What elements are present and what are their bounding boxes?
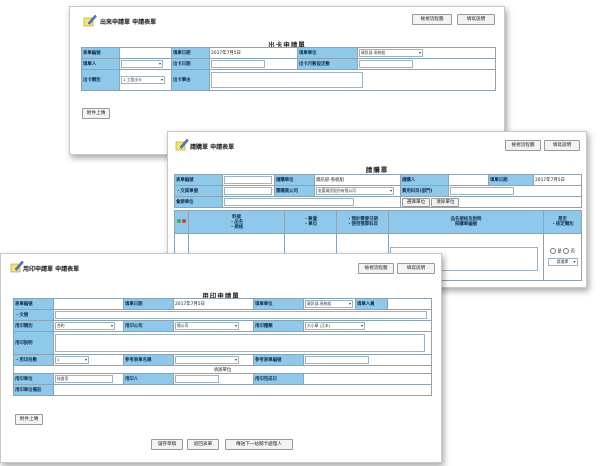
approve-type-select[interactable]: 請選擇 xyxy=(547,258,578,267)
radio-yes-label: 是 xyxy=(557,249,562,255)
unit-input[interactable]: 秘書室 xyxy=(55,375,113,383)
ref-no-input[interactable] xyxy=(305,356,369,364)
window-card-request: 出來申請單 申請表單 檢視流程圖 填寫說明 出卡申請單 表單編號 填單日期 20… xyxy=(69,6,505,155)
col-approve: 是否 ・核定類別 xyxy=(543,210,582,234)
label-seal-kind: 用印種類 xyxy=(253,320,304,332)
form-title: 用印申請單 xyxy=(202,292,240,300)
label-applicant: 請購人 xyxy=(400,174,449,186)
label-record: 用印單位備註 xyxy=(13,384,54,396)
apply-date-value: 2017年7月5日 xyxy=(211,51,241,56)
fill-help-button[interactable]: 填寫說明 xyxy=(544,140,580,151)
fill-help-button[interactable]: 填寫說明 xyxy=(397,263,435,274)
label-apply-date: 填單日期 xyxy=(123,298,174,310)
label-budget: 費用科目(部門) xyxy=(400,185,449,197)
label-apply-date: 填單日期 xyxy=(171,47,210,59)
label-unit: 用印單位 xyxy=(13,373,54,385)
col-spec: 品名規格及說明 採購單編號 xyxy=(388,210,544,234)
label-apply-unit: 請購單位 xyxy=(274,174,315,186)
label-applicant: 填單人 xyxy=(81,58,120,70)
clear-unit-button[interactable]: 清除單位 xyxy=(431,197,460,207)
view-process-button[interactable]: 檢視流程圖 xyxy=(505,140,541,151)
label-vendor: 會辦單位 xyxy=(174,196,223,208)
out-date-input[interactable] xyxy=(211,60,265,68)
upload-attachment-button[interactable]: 附件上傳 xyxy=(15,414,43,425)
applicant-select[interactable] xyxy=(121,60,163,68)
label-company: 需購買公司 xyxy=(274,185,315,197)
label-desc: 用印說明 xyxy=(13,331,54,355)
desc-textarea[interactable] xyxy=(55,334,425,352)
pen-form-icon xyxy=(175,138,189,151)
label-apply-unit: 填單單位 xyxy=(297,47,358,59)
choose-unit-button[interactable]: 選擇單位 xyxy=(402,197,430,207)
apply-unit-select[interactable]: 資訊部-系統組 xyxy=(305,300,353,308)
label-count: 出卡月數設定數 xyxy=(297,58,358,70)
label-person: 用印人 xyxy=(123,373,174,385)
label-out-type: 出卡類別 xyxy=(81,69,120,91)
dept-input[interactable] xyxy=(224,187,272,195)
radio-no-label: 否 xyxy=(570,249,576,255)
radio-yes[interactable] xyxy=(549,247,556,254)
label-out-date: 出卡日期 xyxy=(171,58,210,70)
send-next-button[interactable]: 傳送下一站關卡處理人 xyxy=(225,439,293,450)
view-process-button[interactable]: 檢視流程圖 xyxy=(358,263,394,274)
label-date: 用印完成日 xyxy=(253,373,304,385)
label-company: 用印公司 xyxy=(123,320,174,332)
radio-no[interactable] xyxy=(563,247,570,254)
label-doc: ・文號 xyxy=(13,309,54,321)
out-type-select[interactable]: 1.工程出卡 xyxy=(121,76,165,84)
purchase-form-header: 表單編號 請購單位 資訊部-系統組 請購人 填單日期 2017年7月5日 ・交貨… xyxy=(174,174,582,208)
label-seal-type: 用印類別 xyxy=(13,320,54,332)
col-qty: ・數量 ・單位 xyxy=(284,210,337,234)
pen-form-icon xyxy=(10,260,24,273)
label-apply-unit: 填單單位 xyxy=(253,298,304,310)
count-input[interactable] xyxy=(359,60,413,68)
window-title: 請購單 申請表單 xyxy=(190,144,235,151)
label-applicant: 填單人員 xyxy=(355,298,388,310)
reason-textarea[interactable] xyxy=(211,72,363,88)
remove-row-icon[interactable] xyxy=(181,219,186,224)
label-dept: ・交貨單號 xyxy=(174,185,223,197)
budget-input[interactable] xyxy=(450,187,514,195)
label-form-no: 表單編號 xyxy=(13,298,54,310)
fill-help-button[interactable]: 填寫說明 xyxy=(457,14,495,25)
label-copies: ・用印份數 xyxy=(13,354,54,366)
form-title: 出卡申請單 xyxy=(268,41,306,49)
apply-unit-value: 資訊部-系統組 xyxy=(316,178,344,183)
doc-input[interactable] xyxy=(55,311,427,319)
col-date: ・預計需要日期 ・使用預算科目 xyxy=(336,210,389,234)
upload-attachment-button[interactable]: 附件上傳 xyxy=(82,108,110,119)
label-apply-date: 填單日期 xyxy=(488,174,534,186)
form-title: 請購單 xyxy=(365,166,389,174)
add-row-icon[interactable] xyxy=(176,219,181,224)
window-seal-request: 用印申請單 申請表單 檢視流程圖 填寫說明 用印申請單 表單編號 填單日期 20… xyxy=(0,253,442,463)
form-no-input[interactable] xyxy=(224,176,272,184)
window-title: 用印申請單 申請表單 xyxy=(23,266,80,273)
copies-select[interactable]: 1 xyxy=(55,356,89,364)
col-item: 料號 ・品名 ・規格 xyxy=(188,210,285,234)
save-draft-button[interactable]: 儲存草稿 xyxy=(151,439,183,450)
section-heading: 承辦單位 xyxy=(13,365,432,374)
label-ref-name: 參考表單名稱 xyxy=(123,354,174,366)
pen-form-icon xyxy=(83,14,97,27)
label-form-no: 表單編號 xyxy=(174,174,223,186)
seal-kind-select[interactable]: 大小章 (正本) xyxy=(305,322,365,330)
window-title: 出來申請單 申請表單 xyxy=(100,19,157,26)
card-request-form: 表單編號 填單日期 2017年7月5日 填單單位 資訊部-系統組 填單人 出卡日… xyxy=(81,47,496,91)
ref-name-select[interactable] xyxy=(175,356,239,364)
seal-request-form: 表單編號 填單日期 2017年7月5日 填單單位 資訊部-系統組 填單人員 ・文… xyxy=(13,298,432,396)
label-reason: 出卡事由 xyxy=(171,69,210,91)
seal-type-select[interactable]: 合約 xyxy=(55,322,115,330)
label-ref-no: 參考表單編號 xyxy=(253,354,304,366)
apply-date-value: 2017年7月5日 xyxy=(175,302,205,307)
view-process-button[interactable]: 檢視流程圖 xyxy=(412,14,452,25)
apply-date-value: 2017年7月5日 xyxy=(535,178,565,183)
apply-unit-select[interactable]: 資訊部-系統組 xyxy=(359,49,423,57)
vendor-input[interactable] xyxy=(224,198,354,206)
company-select[interactable]: 總公司 xyxy=(175,322,239,330)
return-form-button[interactable]: 退回表單 xyxy=(187,439,219,450)
company-select[interactable]: 宏碁資訊股份有限公司 xyxy=(316,187,394,195)
person-input[interactable] xyxy=(175,375,219,383)
label-form-no: 表單編號 xyxy=(81,47,120,59)
